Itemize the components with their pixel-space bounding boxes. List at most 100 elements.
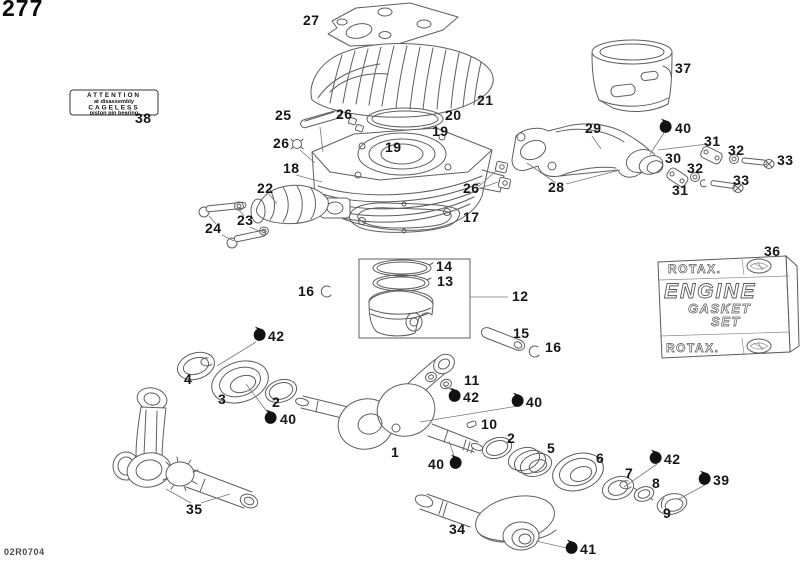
part-callout-40-37: 40 — [280, 411, 297, 427]
part-31-clamps — [666, 146, 723, 188]
loctite-drop-icon — [565, 539, 578, 554]
part-callout-3-35: 3 — [218, 391, 226, 407]
part-callout-39-50: 39 — [713, 472, 730, 488]
gasket-box-title1: ENGINE — [664, 280, 757, 303]
part-callout-42-48: 42 — [664, 451, 681, 467]
part-16-circlip-right — [528, 345, 540, 358]
attention-box: ATTENTION at disassembly CAGELESS piston… — [69, 89, 159, 117]
part-33-bolts — [699, 157, 775, 193]
part-callout-32-21: 32 — [687, 160, 704, 176]
leader-lines — [165, 126, 709, 550]
part-callout-40-46: 40 — [428, 456, 445, 472]
part-13-piston-ring — [372, 274, 432, 292]
part-callout-26-10: 26 — [463, 180, 480, 196]
part-16-circlip-left — [320, 285, 332, 298]
part-callout-41-53: 41 — [580, 541, 597, 557]
loctite-drop-icon — [698, 470, 711, 485]
loctite-drop-icon — [264, 409, 277, 424]
part-callout-42-40: 42 — [463, 389, 480, 405]
part-callout-32-18: 32 — [728, 142, 745, 158]
part-30-flange-ring — [638, 155, 664, 175]
loctite-drop-icon — [511, 392, 524, 407]
part-callout-35-54: 35 — [186, 501, 203, 517]
part-12-piston-kit — [358, 258, 471, 339]
part-callout-18-9: 18 — [283, 160, 300, 176]
part-callout-37-2: 37 — [675, 60, 692, 76]
box-front — [657, 255, 791, 359]
rotax-logo-icon-top — [741, 258, 772, 276]
part-callout-21-1: 21 — [477, 92, 494, 108]
part-15-piston-pin — [480, 327, 526, 351]
part-22-intake-boot — [250, 184, 329, 225]
part-callout-42-33: 42 — [268, 328, 285, 344]
part-callout-5-44: 5 — [547, 440, 555, 456]
part-callout-31-23: 31 — [672, 182, 689, 198]
piston-body — [368, 289, 434, 337]
part-2-ring-left — [264, 378, 298, 404]
part-9-seal-ring — [656, 493, 688, 515]
part-callout-33-22: 33 — [733, 172, 750, 188]
part-callout-2-36: 2 — [272, 394, 280, 410]
loctite-drop-icon — [649, 449, 662, 464]
part-callout-23-13: 23 — [237, 212, 254, 228]
part-32-nuts — [690, 154, 739, 182]
part-callout-8-49: 8 — [652, 475, 660, 491]
attention-line3: CAGELESS — [88, 105, 139, 112]
gasket-box-brand-bottom: ROTAX. — [666, 341, 719, 355]
part-29-manifold — [511, 123, 658, 178]
doc-code: 02R0704 — [4, 547, 45, 557]
part-1-crankshaft — [295, 353, 484, 454]
part-callout-22-12: 22 — [257, 180, 274, 196]
part-17-base-gasket — [349, 201, 461, 234]
part-callout-36-32: 36 — [764, 243, 781, 259]
part-callout-14-26: 14 — [436, 258, 453, 274]
page-number: 277 — [2, 0, 43, 21]
part-callout-19-7: 19 — [385, 139, 402, 155]
part-6-bearing — [552, 452, 604, 492]
attention-line2: at disassembly — [94, 99, 135, 105]
part-callout-9-51: 9 — [663, 505, 671, 521]
part-21-cylinder-head — [310, 43, 494, 118]
part-callout-40-41: 40 — [526, 394, 543, 410]
part-2-ring-right — [481, 436, 513, 460]
part-18-cylinder — [311, 127, 505, 231]
diagram-line-art — [112, 2, 775, 551]
part-3-bearing — [211, 360, 269, 404]
part-callout-19-6: 19 — [432, 123, 449, 139]
part-callout-38-25: 38 — [135, 110, 152, 126]
part-callout-15-30: 15 — [513, 325, 530, 341]
loctite-drop-icon — [449, 454, 462, 469]
part-23-washers — [234, 201, 269, 236]
part-4-oil-seal — [176, 351, 216, 381]
part-callout-13-27: 13 — [437, 273, 454, 289]
gasket-box-title3: SET — [711, 314, 741, 329]
part-callout-33-19: 33 — [777, 152, 794, 168]
loctite-drop-icon — [448, 387, 461, 402]
part-callout-12-28: 12 — [512, 288, 529, 304]
part-callout-10-42: 10 — [481, 416, 498, 432]
part-callout-16-29: 16 — [298, 283, 315, 299]
part-callout-25-4: 25 — [275, 107, 292, 123]
part-37-cylinder-sleeve — [591, 39, 673, 112]
part-callout-31-17: 31 — [704, 133, 721, 149]
part-callout-28-24: 28 — [548, 179, 565, 195]
part-callout-29-15: 29 — [585, 120, 602, 136]
part-11-nuts — [425, 371, 452, 390]
part-callout-40-16: 40 — [675, 120, 692, 136]
gasket-box-brand-top: ROTAX. — [668, 262, 721, 276]
attention-line4: piston pin bearing — [90, 111, 139, 117]
rotax-logo-icon-bottom — [741, 337, 772, 355]
part-callout-26-5: 26 — [336, 106, 353, 122]
part-27-head-cover-plate — [327, 2, 459, 47]
part-24-bolts — [198, 201, 267, 249]
part-callout-17-11: 17 — [463, 209, 480, 225]
part-callout-11-39: 11 — [464, 372, 480, 388]
part-callout-27-0: 27 — [303, 12, 320, 28]
part-callout-7-47: 7 — [625, 465, 633, 481]
loctite-drop-icon — [659, 118, 672, 133]
part-callout-6-45: 6 — [596, 450, 604, 466]
attention-line1: ATTENTION — [87, 92, 141, 99]
